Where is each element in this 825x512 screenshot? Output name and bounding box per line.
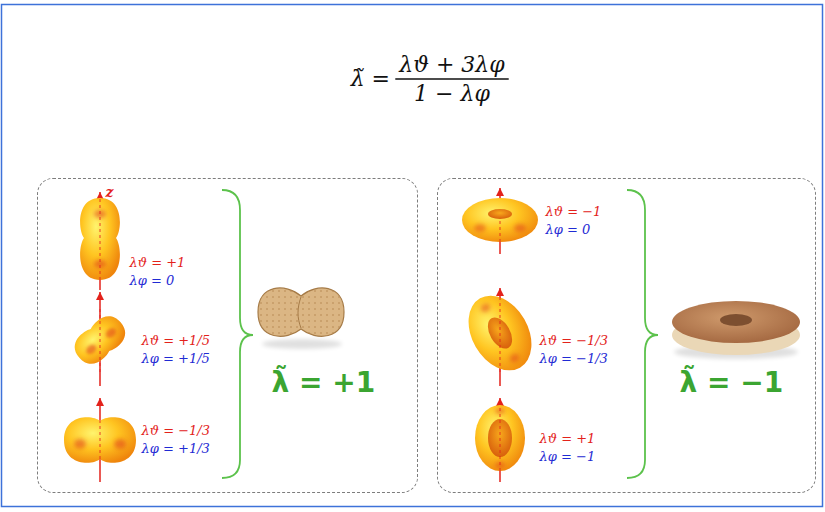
donut-picture xyxy=(672,301,800,359)
shell-texture xyxy=(258,288,344,336)
lambda-phi: λφ = 0 xyxy=(130,273,175,289)
peanut-picture xyxy=(258,288,344,349)
z-axis xyxy=(499,405,500,471)
lambda-phi: λφ = −1 xyxy=(540,449,596,465)
donut-shape xyxy=(462,198,538,242)
shade-spot xyxy=(508,352,521,364)
lambda-phi: λφ = −1/3 xyxy=(540,351,608,367)
lambda-theta: λϑ = −1/3 xyxy=(142,423,211,439)
z-axis xyxy=(499,188,501,254)
polar-shape xyxy=(456,284,544,381)
curly-brace xyxy=(222,190,253,478)
z-axis xyxy=(99,421,100,459)
shell-crease xyxy=(298,297,301,328)
formula-lhs: λ̃ = xyxy=(351,66,390,92)
dashed-group-box: z λϑ = +1 λφ = 0 λϑ = +1/5 λφ = +1/5 λϑ = −1/… xyxy=(37,178,418,493)
fraction-bar xyxy=(395,78,508,79)
shade-spot xyxy=(114,439,126,449)
donut-shape xyxy=(456,284,544,381)
shade-spot xyxy=(479,302,492,314)
lambda-phi: λφ = 0 xyxy=(546,222,591,238)
donut-hole xyxy=(488,209,512,219)
donut-hole xyxy=(720,314,752,326)
shadow xyxy=(262,339,342,349)
lambda-theta: λϑ = −1/3 xyxy=(540,333,609,349)
lambda-theta: λϑ = +1 xyxy=(540,431,596,447)
lambda-phi: λφ = +1/5 xyxy=(142,351,210,367)
dashed-group-box: λϑ = −1 λφ = 0 λϑ = −1/3 λφ = −1/3 λϑ = +1 λφ… xyxy=(437,178,816,493)
lambda-theta: λϑ = −1 xyxy=(546,204,602,220)
polar-shape xyxy=(462,198,538,242)
polar-shape xyxy=(64,417,136,463)
z-axis xyxy=(99,292,101,386)
z-axis-inner xyxy=(100,198,500,471)
z-axis xyxy=(99,308,100,372)
curly-brace xyxy=(627,190,658,478)
donut-top xyxy=(672,301,800,343)
lambda-tilde-value: λ̃ = +1 xyxy=(272,366,376,400)
peanut-shape xyxy=(80,198,120,280)
shade-spot xyxy=(84,343,98,356)
shade-spot xyxy=(104,326,118,339)
polar-shape xyxy=(80,198,120,280)
z-axes xyxy=(100,188,500,482)
polar-shape xyxy=(475,405,525,471)
lambda-phi: λφ = +1/3 xyxy=(142,441,210,457)
lambda-tilde-value: λ̃ = −1 xyxy=(680,366,784,400)
lambda-theta: λϑ = +1 xyxy=(130,255,186,271)
outer-frame xyxy=(2,5,823,507)
z-axis xyxy=(499,294,500,372)
lambda-theta: λϑ = +1/5 xyxy=(142,333,211,349)
ring-shape xyxy=(475,405,525,471)
z-axis xyxy=(499,398,501,482)
shade-spot xyxy=(74,439,86,449)
z-axis xyxy=(99,198,100,280)
shade-spot xyxy=(474,224,486,232)
peanut-shell xyxy=(258,288,344,336)
shade-spot xyxy=(514,224,526,232)
z-axis xyxy=(99,398,101,482)
formula-denominator: 1 − λφ xyxy=(414,81,490,107)
axis-label: z xyxy=(106,184,114,200)
peanut-shape xyxy=(64,417,136,463)
formula-numerator: λϑ + 3λφ xyxy=(399,52,504,78)
z-axis xyxy=(499,219,500,242)
